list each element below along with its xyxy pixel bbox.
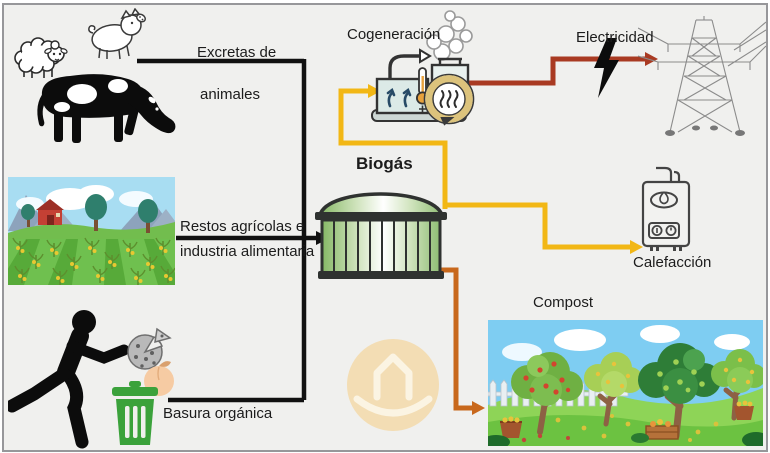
flow-to-cogeneration-line (338, 88, 448, 209)
watermark-house-icon (373, 353, 413, 401)
trash-can-icon (112, 381, 158, 445)
flow-to-heating-line (443, 202, 630, 250)
running-person-icon (8, 310, 130, 449)
power-pylon-icon (638, 16, 766, 136)
label-restos-line2: industria alimentaria (180, 243, 315, 260)
water-heater-icon (641, 166, 691, 251)
flow-to-compost-line (438, 267, 472, 411)
flow-to-heating-arrowhead (630, 240, 643, 254)
sheep-icon (14, 37, 68, 78)
label-cogeneracion: Cogeneración (347, 26, 441, 43)
flow-to-compost-arrowhead (472, 401, 485, 415)
apple-tree (711, 349, 763, 421)
watermark-smile-icon (353, 395, 433, 417)
lightning-bolt-icon (594, 38, 619, 98)
farm-field-illustration (8, 177, 175, 285)
smoke-icon (426, 10, 473, 61)
flow-black-lines (137, 58, 316, 403)
apple-tree (584, 352, 643, 427)
apple-tree (511, 352, 583, 435)
flow-to-electricity-arrowhead (645, 52, 658, 66)
label-electricidad: Electricidad (576, 29, 654, 46)
label-basura: Basura orgánica (163, 405, 273, 422)
heat-cycle-icon (423, 73, 475, 126)
flow-yellow-lines (338, 88, 630, 250)
label-excretas-line2: animales (200, 86, 261, 103)
watermark-logo (347, 339, 439, 431)
apple-basket (500, 416, 522, 438)
label-restos-line1: Restos agrícolas e (180, 218, 305, 235)
orchard-illustration (488, 320, 763, 446)
apple-basket (734, 400, 754, 420)
label-compost: Compost (533, 294, 594, 311)
label-calefaccion: Calefacción (633, 254, 712, 271)
tree-icon (21, 194, 158, 233)
pizza-icon (127, 327, 172, 370)
cow-icon (37, 74, 176, 143)
pig-icon (88, 8, 147, 60)
label-biogas: Biogás (356, 154, 413, 173)
biogas-digester-icon (315, 192, 447, 279)
cogeneration-unit-icon (371, 10, 475, 126)
flow-to-cogeneration-arrowhead (368, 84, 381, 98)
fruit-crate (631, 419, 679, 443)
label-excretas-line1: Excretas de (197, 44, 277, 61)
